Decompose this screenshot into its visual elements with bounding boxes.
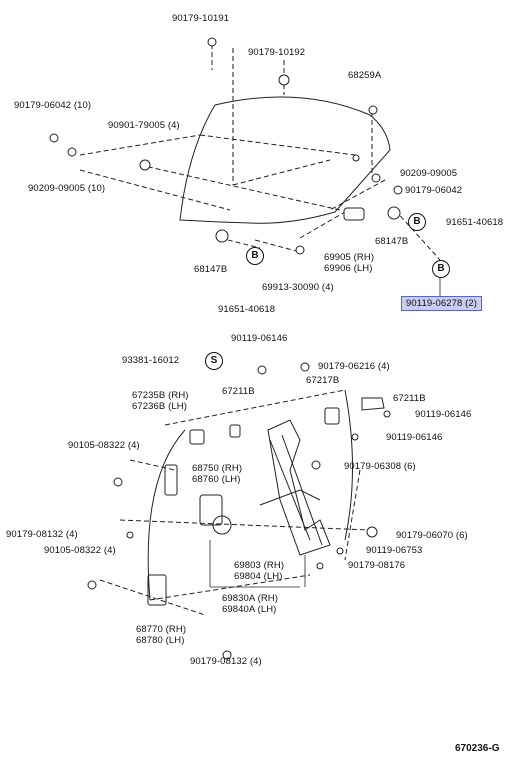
callout-69913-30090: 69913-30090 (4): [262, 282, 334, 293]
callout-91651-40618-a: 91651-40618: [446, 217, 504, 228]
callout-90179-08176: 90179-08176: [348, 560, 406, 571]
callout-69840a: 69840A (LH): [222, 604, 277, 615]
callout-90119-06753: 90119-06753: [366, 545, 423, 556]
callout-67211b-b: 67211B: [393, 393, 426, 404]
callout-90179-08132-b: 90179-08132 (4): [190, 656, 262, 667]
callout-90209-09005: 90209-09005: [400, 168, 458, 179]
callout-68760: 68760 (LH): [192, 474, 241, 485]
b-marker-3: B: [432, 260, 450, 278]
callout-68147b-b: 68147B: [194, 264, 228, 275]
callout-69906: 69906 (LH): [324, 263, 373, 274]
door-glass-outline: [179, 96, 391, 224]
callout-90179-06070: 90179-06070 (6): [396, 530, 468, 541]
callout-90179-10192: 90179-10192: [248, 47, 306, 58]
callout-67217b: 67217B: [306, 375, 340, 386]
s-marker: S: [205, 352, 223, 370]
callout-90179-06308: 90179-06308 (6): [344, 461, 416, 472]
callout-67235b: 67235B (RH): [132, 390, 189, 401]
callout-90179-06042-10: 90179-06042 (10): [14, 100, 92, 111]
callout-69803: 69803 (RH): [234, 560, 285, 571]
callout-69804: 69804 (LH): [234, 571, 283, 582]
callout-68259a: 68259A: [348, 70, 382, 81]
callout-67236b: 67236B (LH): [132, 401, 187, 412]
callout-68770: 68770 (RH): [136, 624, 187, 635]
callout-68750: 68750 (RH): [192, 463, 243, 474]
callout-90119-06278-highlighted[interactable]: 90119-06278 (2): [401, 296, 483, 311]
callout-90179-10191: 90179-10191: [172, 13, 230, 24]
callout-90179-06042: 90179-06042: [405, 185, 463, 196]
callout-91651-40618-b: 91651-40618: [218, 304, 276, 315]
callout-93381-16012: 93381-16012: [122, 355, 180, 366]
door-frame-curve-right: [344, 389, 353, 541]
callout-69830a: 69830A (RH): [222, 593, 279, 604]
callout-90179-08132-a: 90179-08132 (4): [6, 529, 78, 540]
page-number: 670236-G: [455, 743, 500, 754]
callout-90901-79005: 90901-79005 (4): [108, 120, 180, 131]
callout-90119-06146-c: 90119-06146: [386, 432, 443, 443]
regulator-arm: [267, 419, 331, 556]
callout-90105-08322-b: 90105-08322 (4): [44, 545, 116, 556]
callout-90209-09005-10: 90209-09005 (10): [28, 183, 106, 194]
callout-67211b-a: 67211B: [222, 386, 255, 397]
door-frame-curve: [147, 429, 186, 601]
callout-90119-06146-a: 90119-06146: [231, 333, 288, 344]
b-marker-1: B: [408, 213, 426, 231]
callout-90119-06146-b: 90119-06146: [415, 409, 472, 420]
b-marker-2: B: [246, 247, 264, 265]
callout-68147b-a: 68147B: [375, 236, 409, 247]
callout-90179-06216: 90179-06216 (4): [318, 361, 390, 372]
callout-69905: 69905 (RH): [324, 252, 375, 263]
callout-90105-08322-a: 90105-08322 (4): [68, 440, 140, 451]
regulator-motor: [199, 494, 223, 526]
callout-68780: 68780 (LH): [136, 635, 185, 646]
